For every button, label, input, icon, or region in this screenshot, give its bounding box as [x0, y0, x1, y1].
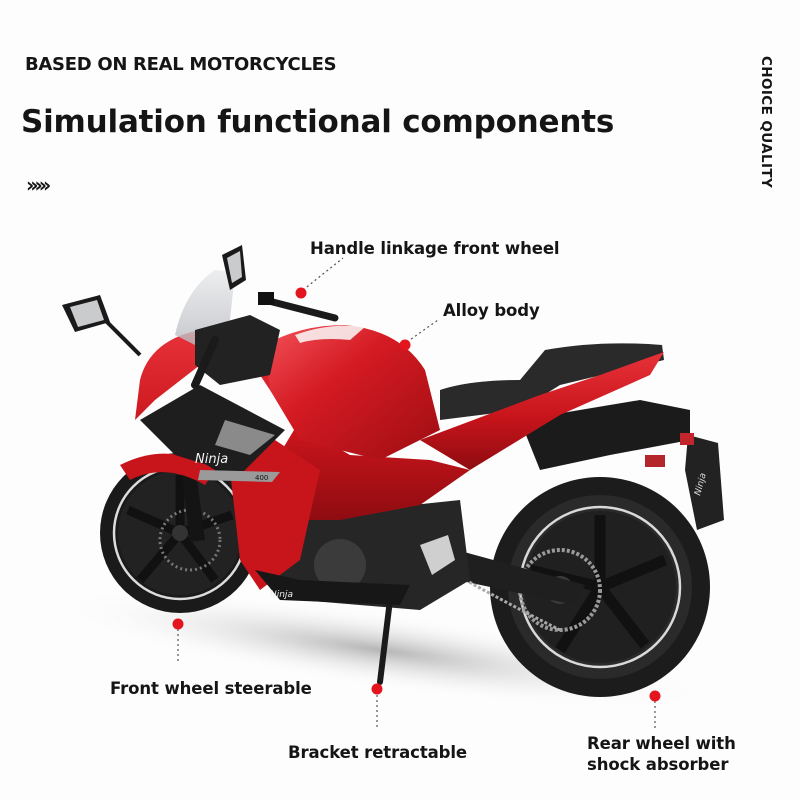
callout-dot-handle[interactable]	[295, 287, 307, 299]
tail-reflector	[680, 433, 694, 445]
side-tagline-text: CHOICE QUALITY	[758, 56, 774, 189]
license-plate	[685, 435, 724, 530]
seat	[440, 343, 664, 420]
left-mirror-stalk	[103, 318, 142, 357]
chevrons-icon: ›››››	[26, 173, 51, 197]
subtitle: BASED ON REAL MOTORCYCLES	[25, 54, 337, 75]
drive-chain	[429, 558, 561, 632]
front-fairing	[135, 330, 470, 520]
rear-indicator	[645, 455, 665, 467]
front-wheel	[100, 453, 260, 613]
belly-logo: Ninja	[270, 590, 293, 600]
callout-dot-bracket[interactable]	[371, 683, 383, 695]
left-mirror-glass	[70, 300, 104, 327]
callout-label-bracket: Bracket retractable	[288, 743, 468, 762]
handlebar-left	[191, 336, 219, 389]
tank-highlight	[295, 325, 365, 343]
side-vent-silver	[215, 420, 275, 455]
fuel-tank	[265, 325, 440, 460]
leader-handle	[302, 257, 344, 291]
engine-cover	[314, 539, 366, 591]
brake-reservoir	[258, 292, 274, 305]
tail-fairing	[420, 352, 664, 470]
callout-label-front: Front wheel steerable	[110, 679, 312, 698]
tail-frame	[520, 400, 690, 470]
front-fender	[120, 453, 215, 485]
callout-label-handle: Handle linkage front wheel	[310, 239, 560, 258]
callout-dot-rear[interactable]	[649, 690, 661, 702]
model-badge: 400	[255, 474, 268, 482]
kickstand	[377, 597, 393, 685]
ninja-decal-stripe	[198, 470, 280, 482]
belly-pan	[255, 570, 410, 605]
right-mirror-glass	[227, 251, 242, 283]
cockpit	[195, 315, 280, 385]
callout-label-rear-line1: Rear wheel with	[587, 734, 736, 753]
callout-dot-front[interactable]	[172, 618, 184, 630]
callout-dot-alloy[interactable]	[399, 339, 411, 351]
side-tagline: CHOICE QUALITY	[758, 56, 778, 196]
callout-label-rear: Rear wheel with shock absorber	[587, 733, 736, 775]
leader-alloy	[406, 319, 439, 343]
chrome-sprocket-cover	[420, 535, 455, 575]
handlebar-right	[261, 296, 339, 322]
callout-label-alloy: Alloy body	[443, 301, 540, 320]
callout-label-rear-line2: shock absorber	[587, 755, 729, 774]
ninja-logo: Ninja	[195, 452, 228, 467]
page-title: Simulation functional components	[21, 104, 615, 140]
